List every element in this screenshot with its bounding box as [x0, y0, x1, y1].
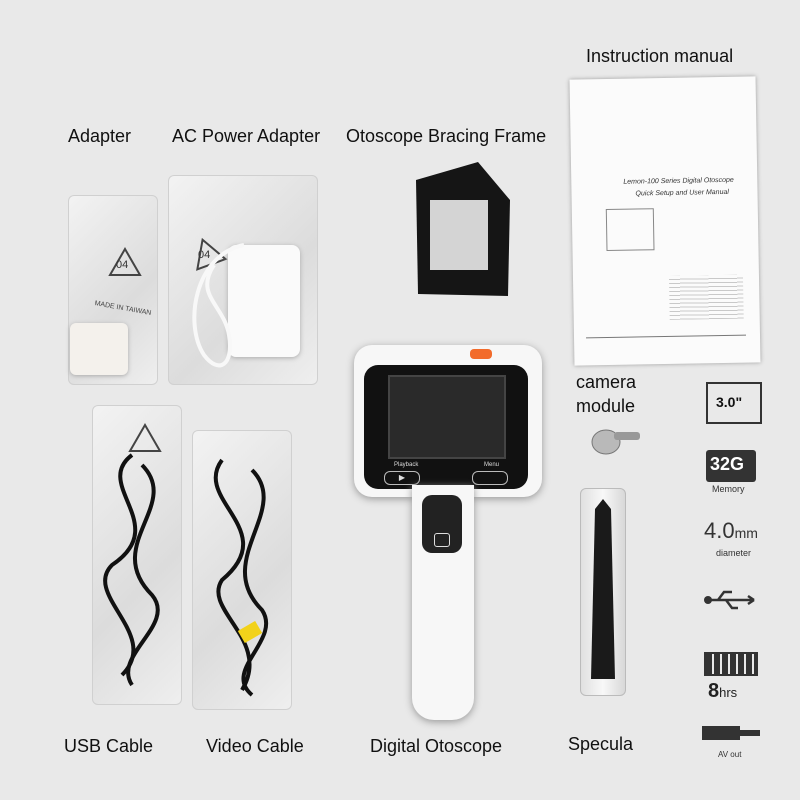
otoscope-capture-icon: [434, 533, 450, 547]
battery-hours: 8: [708, 680, 720, 702]
manual-footer-bar: [586, 334, 747, 351]
memory-value: 32G: [710, 454, 745, 474]
otoscope-orange-button: [470, 349, 492, 359]
usb-cable: [103, 453, 160, 687]
manual-title: Lemon-100 Series Digital Otoscope: [623, 176, 734, 186]
label-camera-module-line2: module: [576, 396, 636, 416]
label-digital-otoscope: Digital Otoscope: [370, 736, 503, 756]
ac-adapter-bag: 04: [168, 175, 318, 385]
label-instruction-manual: Instruction manual: [586, 46, 734, 66]
battery-unit: hrs: [719, 685, 738, 700]
recycle-icon: [128, 423, 162, 452]
otoscope-control-pad: [422, 495, 462, 553]
usb-cable-bag: [92, 405, 182, 705]
specula-tips: [591, 499, 615, 679]
screen-size-value: 3.0": [716, 394, 743, 410]
label-bracing-frame: Otoscope Bracing Frame: [346, 126, 547, 146]
playback-button-label: Playback: [394, 462, 419, 468]
manual-device-illustration: [605, 208, 655, 252]
label-camera-module-line1: camera: [576, 372, 637, 392]
label-specula: Specula: [568, 734, 634, 754]
memory-label: Memory: [712, 484, 745, 494]
playback-button: ▶: [384, 471, 420, 485]
video-cable-bag: [192, 430, 292, 710]
instruction-manual: Lemon-100 Series Digital Otoscope Quick …: [569, 76, 761, 366]
bag-recycle-code: 04: [116, 259, 129, 271]
label-adapter: Adapter: [68, 126, 132, 146]
label-video-cable: Video Cable: [206, 736, 304, 756]
diameter-label: diameter: [716, 548, 752, 558]
specula-tube: [580, 488, 626, 696]
otoscope-screen: [388, 375, 506, 459]
manual-subtitle: Quick Setup and User Manual: [635, 188, 729, 198]
battery-icon: [704, 652, 758, 676]
adapter-plug: [70, 323, 128, 375]
memory-card-icon: 32G: [706, 450, 756, 482]
digital-otoscope: Playback Menu ▶: [354, 345, 544, 720]
label-usb-cable: USB Cable: [64, 736, 154, 756]
av-out-label: AV out: [718, 750, 742, 759]
av-out-icon: [698, 722, 764, 744]
screen-size-icon: 3.0": [706, 382, 762, 424]
video-cable: [213, 458, 269, 697]
diameter-value: 4.0mm: [704, 518, 758, 544]
camera-module: [586, 424, 642, 460]
usb-icon: [704, 588, 760, 612]
adapter-bag: 04 MADE IN TAIWAN: [68, 195, 158, 385]
label-ac-power-adapter: AC Power Adapter: [172, 126, 321, 146]
power-adapter-body: [228, 245, 300, 357]
menu-button-label: Menu: [484, 462, 500, 468]
bag-recycle-code: 04: [198, 249, 211, 261]
battery-life: 8hrs: [708, 680, 737, 703]
bag-made-in: MADE IN TAIWAN: [93, 300, 152, 317]
menu-button: [472, 471, 508, 485]
bracing-frame: [408, 160, 512, 300]
diameter-unit: mm: [734, 525, 758, 541]
diameter-number: 4.0: [704, 518, 735, 543]
recycle-icon: [108, 247, 142, 276]
power-cable: [192, 243, 245, 368]
manual-text-block: [668, 274, 744, 320]
